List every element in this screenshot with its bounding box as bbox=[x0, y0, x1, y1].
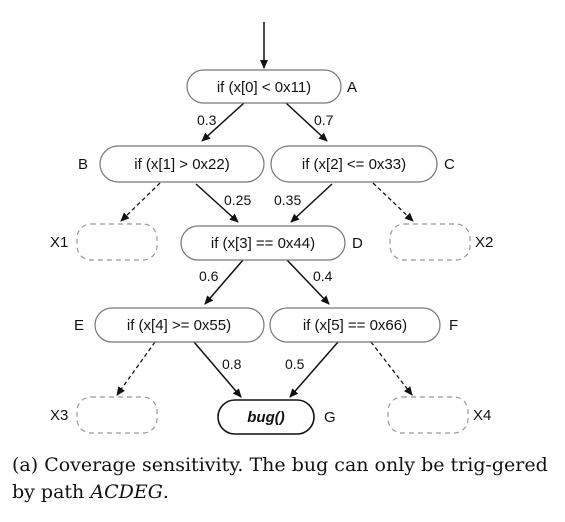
prob-d-f: 0.4 bbox=[313, 268, 333, 284]
edge-c-x2 bbox=[372, 182, 414, 222]
node-a-letter: A bbox=[347, 79, 357, 96]
caption-path: ACDEG bbox=[90, 481, 163, 503]
caption-text: (a) Coverage sensitivity. The bug can on… bbox=[12, 454, 548, 503]
node-a-label: if (x[0] < 0x11) bbox=[217, 79, 311, 96]
caption-end: . bbox=[162, 481, 169, 503]
edge-b-x1 bbox=[120, 182, 161, 222]
exit-x3 bbox=[76, 396, 158, 434]
prob-c-d: 0.35 bbox=[274, 192, 301, 208]
exit-x1 bbox=[76, 223, 158, 261]
node-f bbox=[269, 307, 441, 343]
exit-x3-label: X3 bbox=[50, 407, 68, 424]
node-g-letter: G bbox=[324, 409, 336, 426]
edge-a-c bbox=[285, 102, 328, 142]
prob-e-g: 0.8 bbox=[222, 356, 242, 372]
node-a bbox=[186, 69, 342, 104]
node-c-letter: C bbox=[444, 156, 455, 173]
node-g bbox=[217, 399, 315, 435]
edge-a-b bbox=[201, 102, 245, 142]
node-d bbox=[180, 225, 346, 261]
figure-caption: (a) Coverage sensitivity. The bug can on… bbox=[12, 452, 552, 506]
exit-x4-label: X4 bbox=[473, 407, 491, 424]
prob-b-d: 0.25 bbox=[224, 192, 251, 208]
edge-f-x4 bbox=[370, 341, 413, 396]
edge-e-g bbox=[193, 341, 242, 398]
control-flow-diagram: 0.3 0.7 0.25 0.35 0.6 0.4 0.8 0.5 if (x[… bbox=[50, 22, 493, 435]
prob-a-b: 0.3 bbox=[197, 112, 217, 128]
node-c bbox=[270, 145, 438, 183]
node-f-letter: F bbox=[449, 317, 458, 334]
node-d-letter: D bbox=[352, 235, 363, 252]
node-g-label: bug() bbox=[247, 409, 284, 426]
edge-c-d bbox=[290, 183, 333, 223]
edge-e-x3 bbox=[116, 341, 156, 396]
prob-d-e: 0.6 bbox=[199, 268, 219, 284]
node-b-letter: B bbox=[78, 156, 88, 173]
node-e bbox=[94, 307, 265, 343]
node-f-label: if (x[5] == 0x66) bbox=[303, 317, 407, 334]
edge-f-g bbox=[289, 341, 339, 398]
exit-x4 bbox=[387, 396, 469, 434]
node-c-label: if (x[2] <= 0x33) bbox=[302, 156, 406, 173]
prob-f-g: 0.5 bbox=[285, 356, 305, 372]
exit-x2 bbox=[389, 223, 471, 261]
node-b bbox=[99, 145, 265, 183]
node-b-label: if (x[1] > 0x22) bbox=[134, 156, 229, 173]
node-e-label: if (x[4] >= 0x55) bbox=[127, 317, 231, 334]
edge-b-d bbox=[195, 183, 239, 223]
edge-d-e bbox=[204, 259, 244, 305]
node-e-letter: E bbox=[74, 317, 84, 334]
edge-d-f bbox=[286, 259, 330, 305]
node-d-label: if (x[3] == 0x44) bbox=[211, 235, 315, 252]
prob-a-c: 0.7 bbox=[314, 112, 334, 128]
exit-x2-label: X2 bbox=[475, 234, 493, 251]
exit-x1-label: X1 bbox=[50, 234, 68, 251]
